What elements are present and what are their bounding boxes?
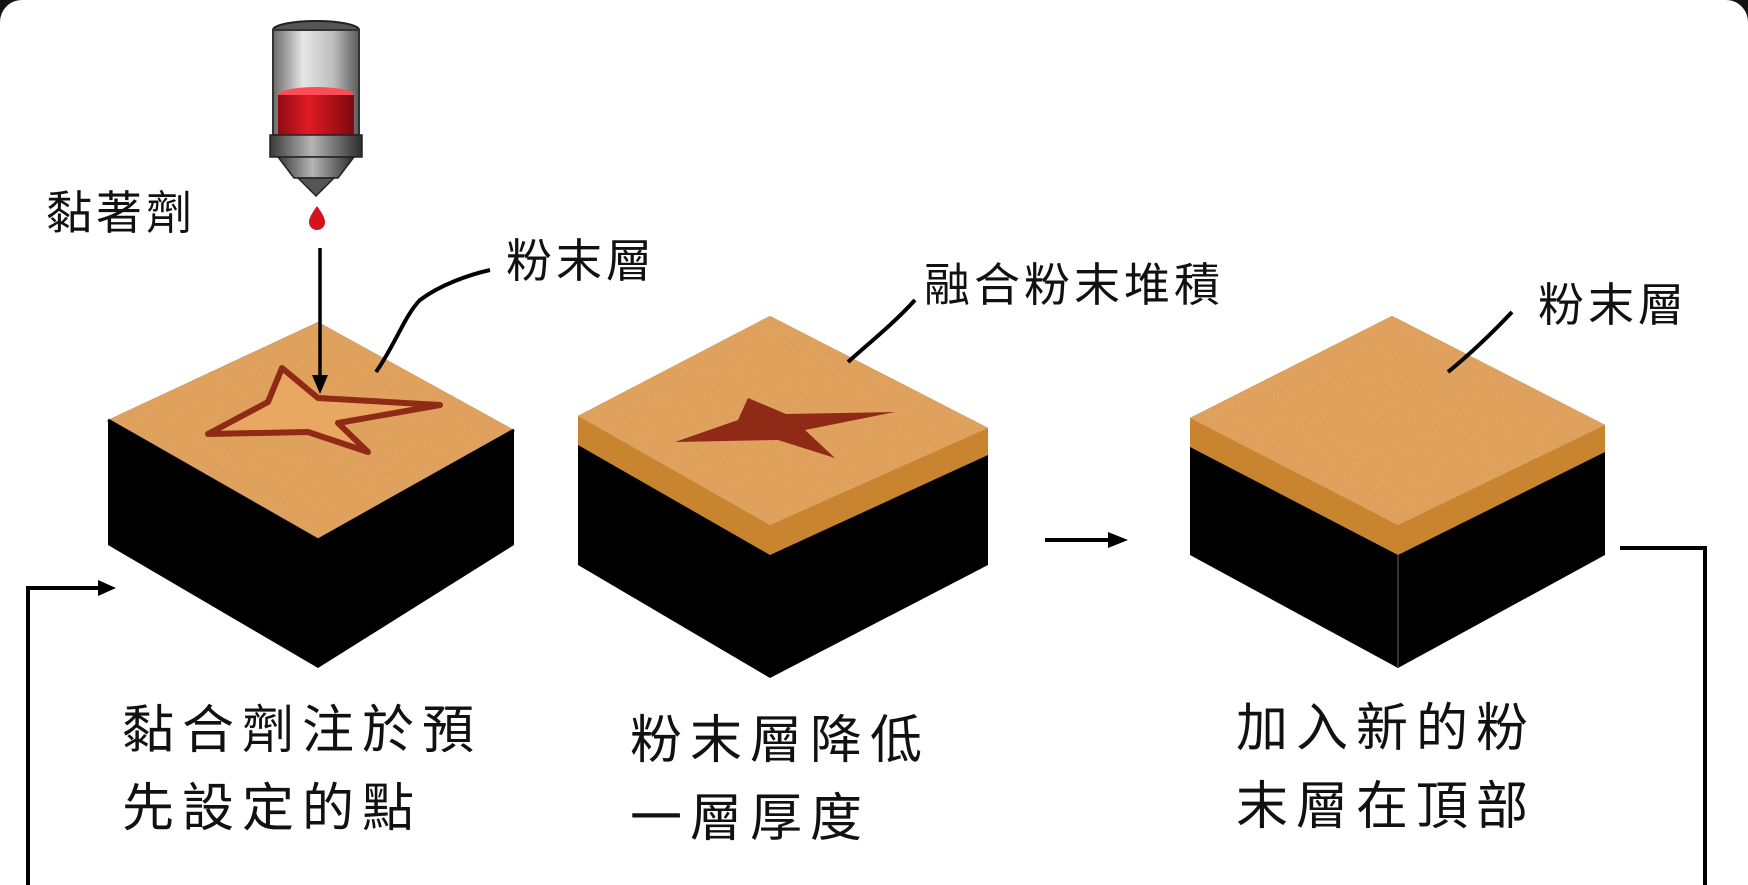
binder-flow-arrow bbox=[312, 375, 328, 394]
binder-nozzle-icon bbox=[269, 20, 363, 198]
caption-step-1: 黏合劑注於預 先設定的點 bbox=[122, 692, 482, 848]
caption-step-2-line-1: 粉末層降低 bbox=[630, 711, 931, 771]
caption-step-3-line-2: 末層在頂部 bbox=[1236, 777, 1537, 837]
loop-return-line bbox=[1620, 546, 1707, 885]
caption-step-1-line-2: 先設定的點 bbox=[122, 779, 423, 839]
label-fused-stack: 融合粉末堆積 bbox=[924, 258, 1224, 312]
binder-star-2 bbox=[675, 398, 895, 458]
block-1 bbox=[107, 322, 515, 668]
leader-powder-layer-1 bbox=[374, 268, 491, 374]
caption-step-3: 加入新的粉 末層在頂部 bbox=[1236, 690, 1536, 846]
loop-return-arrow bbox=[98, 580, 116, 596]
caption-step-2: 粉末層降低 一層厚度 bbox=[630, 702, 930, 858]
binder-droplet-icon bbox=[309, 206, 325, 230]
leader-fused-stack bbox=[846, 298, 917, 364]
block-3 bbox=[1190, 316, 1605, 668]
step-arrow-2-3 bbox=[1108, 532, 1128, 548]
caption-step-1-line-1: 黏合劑注於預 bbox=[122, 701, 483, 761]
label-powder-layer-1: 粉末層 bbox=[506, 234, 656, 288]
label-binder: 黏著劑 bbox=[46, 186, 196, 240]
leader-powder-layer-3 bbox=[1446, 310, 1514, 374]
caption-step-2-line-2: 一層厚度 bbox=[630, 789, 871, 849]
label-powder-layer-3: 粉末層 bbox=[1538, 278, 1688, 332]
powder-top-3 bbox=[1190, 316, 1605, 525]
binder-star-1 bbox=[205, 365, 443, 455]
caption-step-3-line-1: 加入新的粉 bbox=[1236, 699, 1537, 759]
block-2 bbox=[578, 316, 988, 678]
